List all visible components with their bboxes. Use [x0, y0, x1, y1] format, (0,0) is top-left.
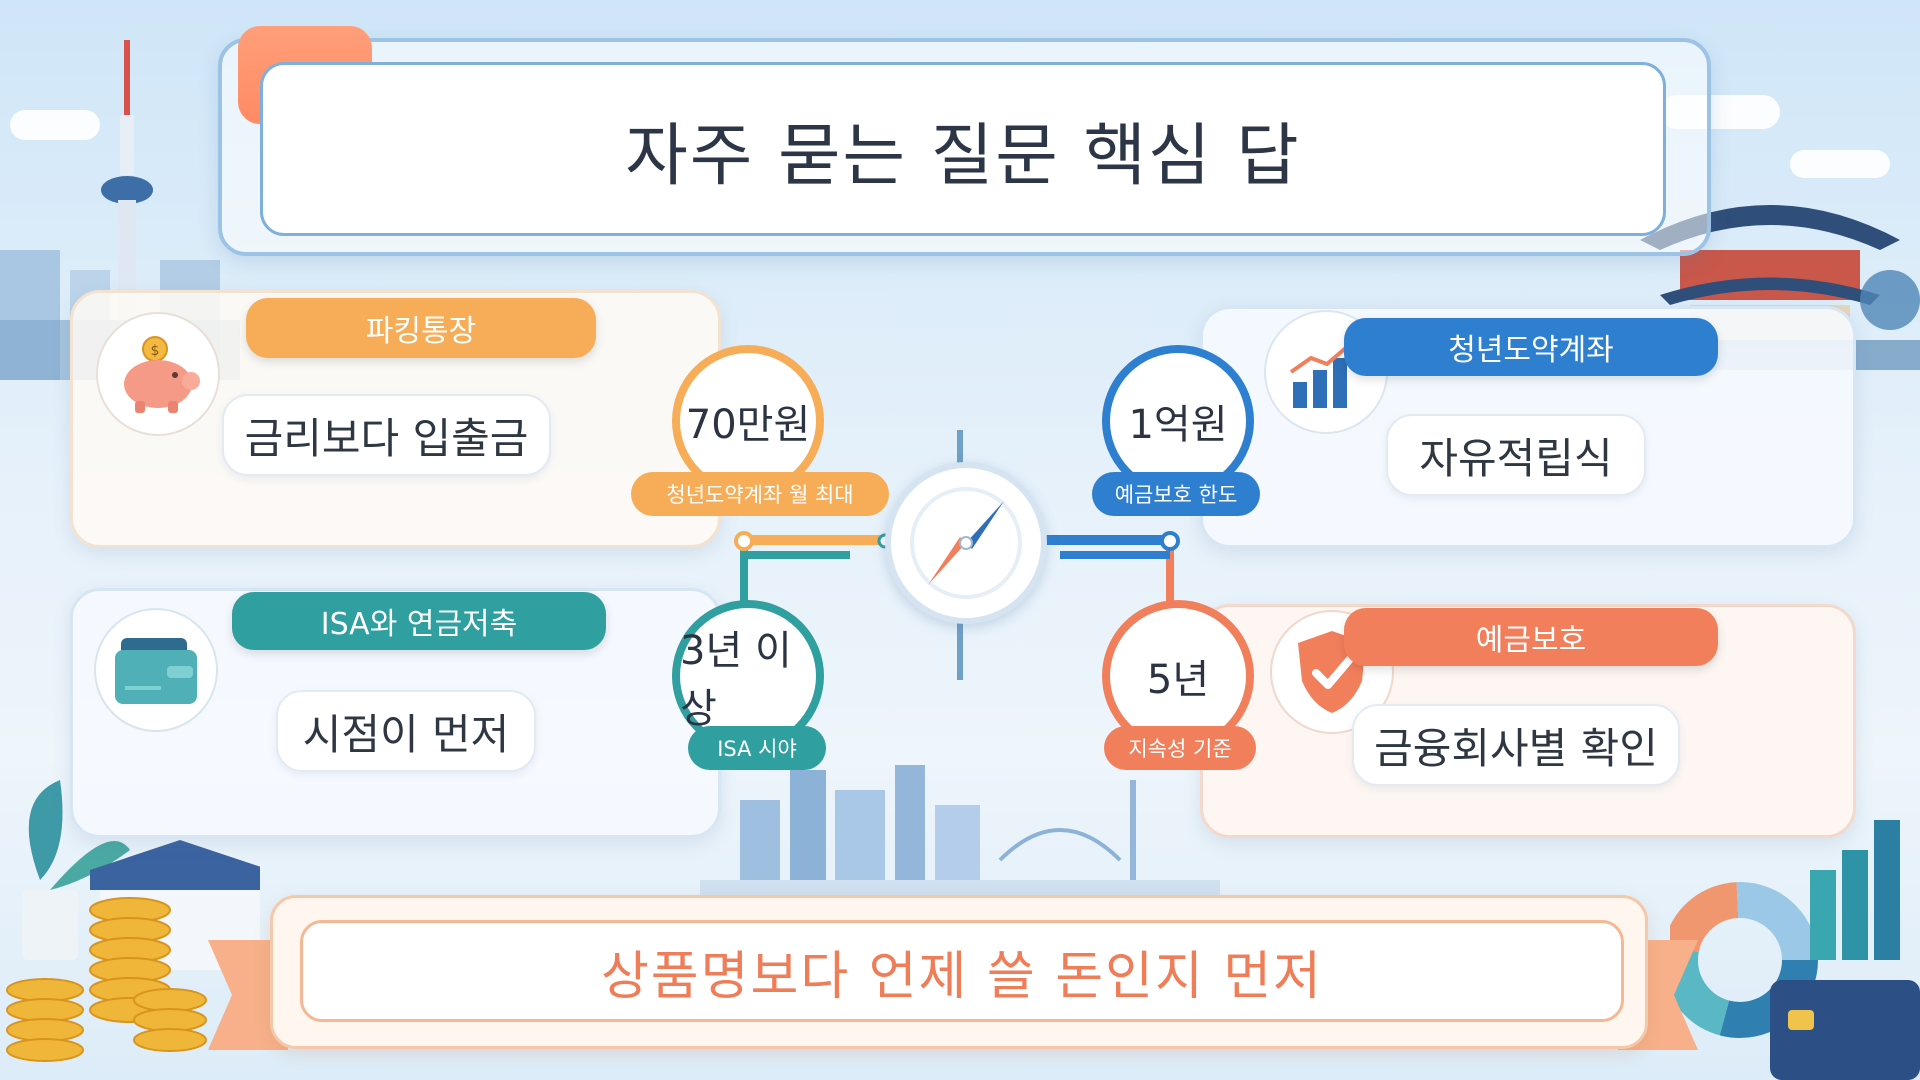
badge-value-70man: 70만원	[672, 345, 824, 497]
cloud	[10, 110, 100, 140]
badge-label-70man: 청년도약계좌 월 최대	[631, 472, 889, 516]
wallet-icon	[115, 638, 197, 704]
card-tag-youth-leap-account: 청년도약계좌	[1344, 318, 1718, 376]
card-icon-holder	[94, 608, 218, 732]
compass-icon	[910, 487, 1022, 599]
svg-text:$: $	[151, 343, 160, 359]
card-answer-isa-pension: 시점이 먼저	[276, 690, 536, 772]
card-tag-parking-account: 파킹통장	[246, 298, 596, 358]
badge-label-5years: 지속성 기준	[1104, 726, 1256, 770]
center-connector-lines	[734, 430, 1180, 680]
compass-icon-holder	[885, 462, 1047, 624]
title-panel: 자주 묻는 질문 핵심 답	[260, 62, 1666, 236]
piggy-bank-icon: $	[124, 336, 200, 413]
badge-label-3years: ISA 시야	[688, 726, 826, 770]
card-tag-isa-pension: ISA와 연금저축	[232, 592, 606, 650]
card-tag-deposit-protection: 예금보호	[1344, 608, 1718, 666]
page-title: 자주 묻는 질문 핵심 답	[625, 116, 1301, 196]
card-answer-youth-leap-account: 자유적립식	[1386, 414, 1646, 496]
banner-message: 상품명보다 언제 쓸 돈인지 먼저	[600, 946, 1324, 1007]
banner-panel: 상품명보다 언제 쓸 돈인지 먼저	[300, 920, 1624, 1022]
badge-value-3years: 3년 이상	[672, 600, 824, 752]
card-icon-holder: $	[96, 312, 220, 436]
card-answer-deposit-protection: 금융회사별 확인	[1352, 704, 1680, 786]
cloud	[1790, 150, 1890, 178]
badge-label-1eok: 예금보호 한도	[1092, 472, 1260, 516]
plant-house-coins-illustration	[6, 780, 260, 1062]
donut-chart-card-illustration	[1670, 820, 1920, 1080]
card-answer-parking-account: 금리보다 입출금	[222, 394, 551, 476]
city-skyline-illustration	[700, 765, 1220, 900]
